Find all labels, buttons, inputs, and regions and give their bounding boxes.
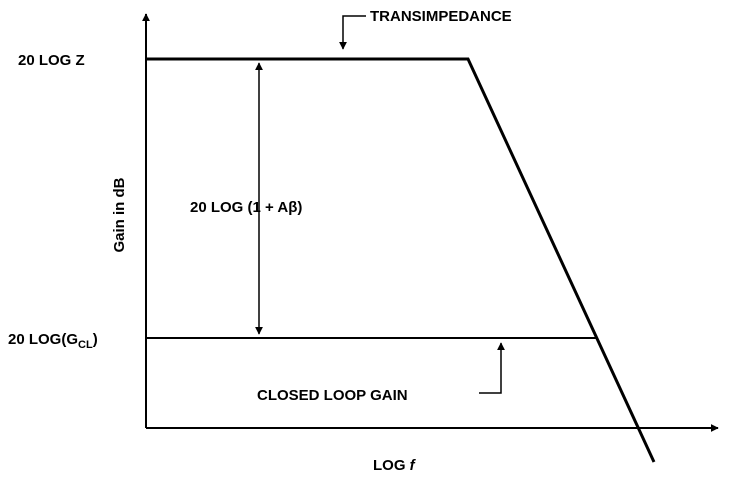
- gap-label: 20 LOG (1 + Aβ): [190, 199, 302, 216]
- transimpedance-label: TRANSIMPEDANCE: [370, 8, 512, 25]
- transimpedance-curve: [146, 57, 656, 463]
- transimpedance-callout: [339, 15, 366, 50]
- level-low-label-suffix: ): [93, 331, 98, 348]
- x-axis-label-var: f: [410, 457, 417, 474]
- x-axis-label-text: LOG: [373, 457, 406, 474]
- level-low-label-prefix: 20 LOG(G: [8, 331, 78, 348]
- x-axis-label: LOG f: [373, 457, 417, 474]
- closed-loop-callout: [479, 342, 505, 394]
- closed-loop-label: CLOSED LOOP GAIN: [257, 387, 408, 404]
- level-low-label-sub: CL: [78, 339, 93, 351]
- y-axis-label: Gain in dB: [111, 177, 128, 252]
- level-low-label: 20 LOG(GCL): [8, 331, 98, 351]
- level-high-label: 20 LOG Z: [18, 52, 85, 69]
